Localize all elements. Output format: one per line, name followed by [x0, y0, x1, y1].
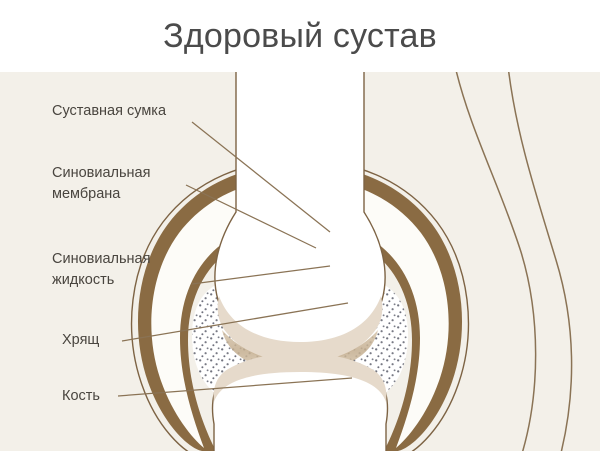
femur-upper-bone [214, 72, 386, 347]
leader-bone [117, 377, 353, 397]
label-cartilage: Хрящ [62, 332, 100, 348]
label-synovial-fluid: Синовиальная жидкость [52, 251, 151, 289]
label-synovial-membrane: Синовиальная мембрана [52, 165, 151, 203]
label-bone: Кость [62, 388, 100, 404]
leader-cartilage [121, 302, 349, 342]
upper-cartilage [217, 296, 383, 364]
leader-synovial-fluid [191, 265, 331, 285]
lower-cartilage [213, 353, 387, 402]
leader-joint-capsule [191, 121, 331, 233]
synovial-membrane-shape [151, 178, 449, 448]
diagram-area: Суставная сумка Синовиальная мембрана Си… [0, 72, 600, 451]
leader-synovial-membrane [185, 184, 317, 249]
capsule-outline [130, 159, 470, 451]
joint-illustration [117, 72, 573, 451]
page-title: Здоровый сустав [163, 17, 437, 55]
title-bar: Здоровый сустав [0, 0, 600, 72]
label-joint-capsule: Суставная сумка [52, 103, 167, 119]
leader-lines [117, 121, 353, 397]
